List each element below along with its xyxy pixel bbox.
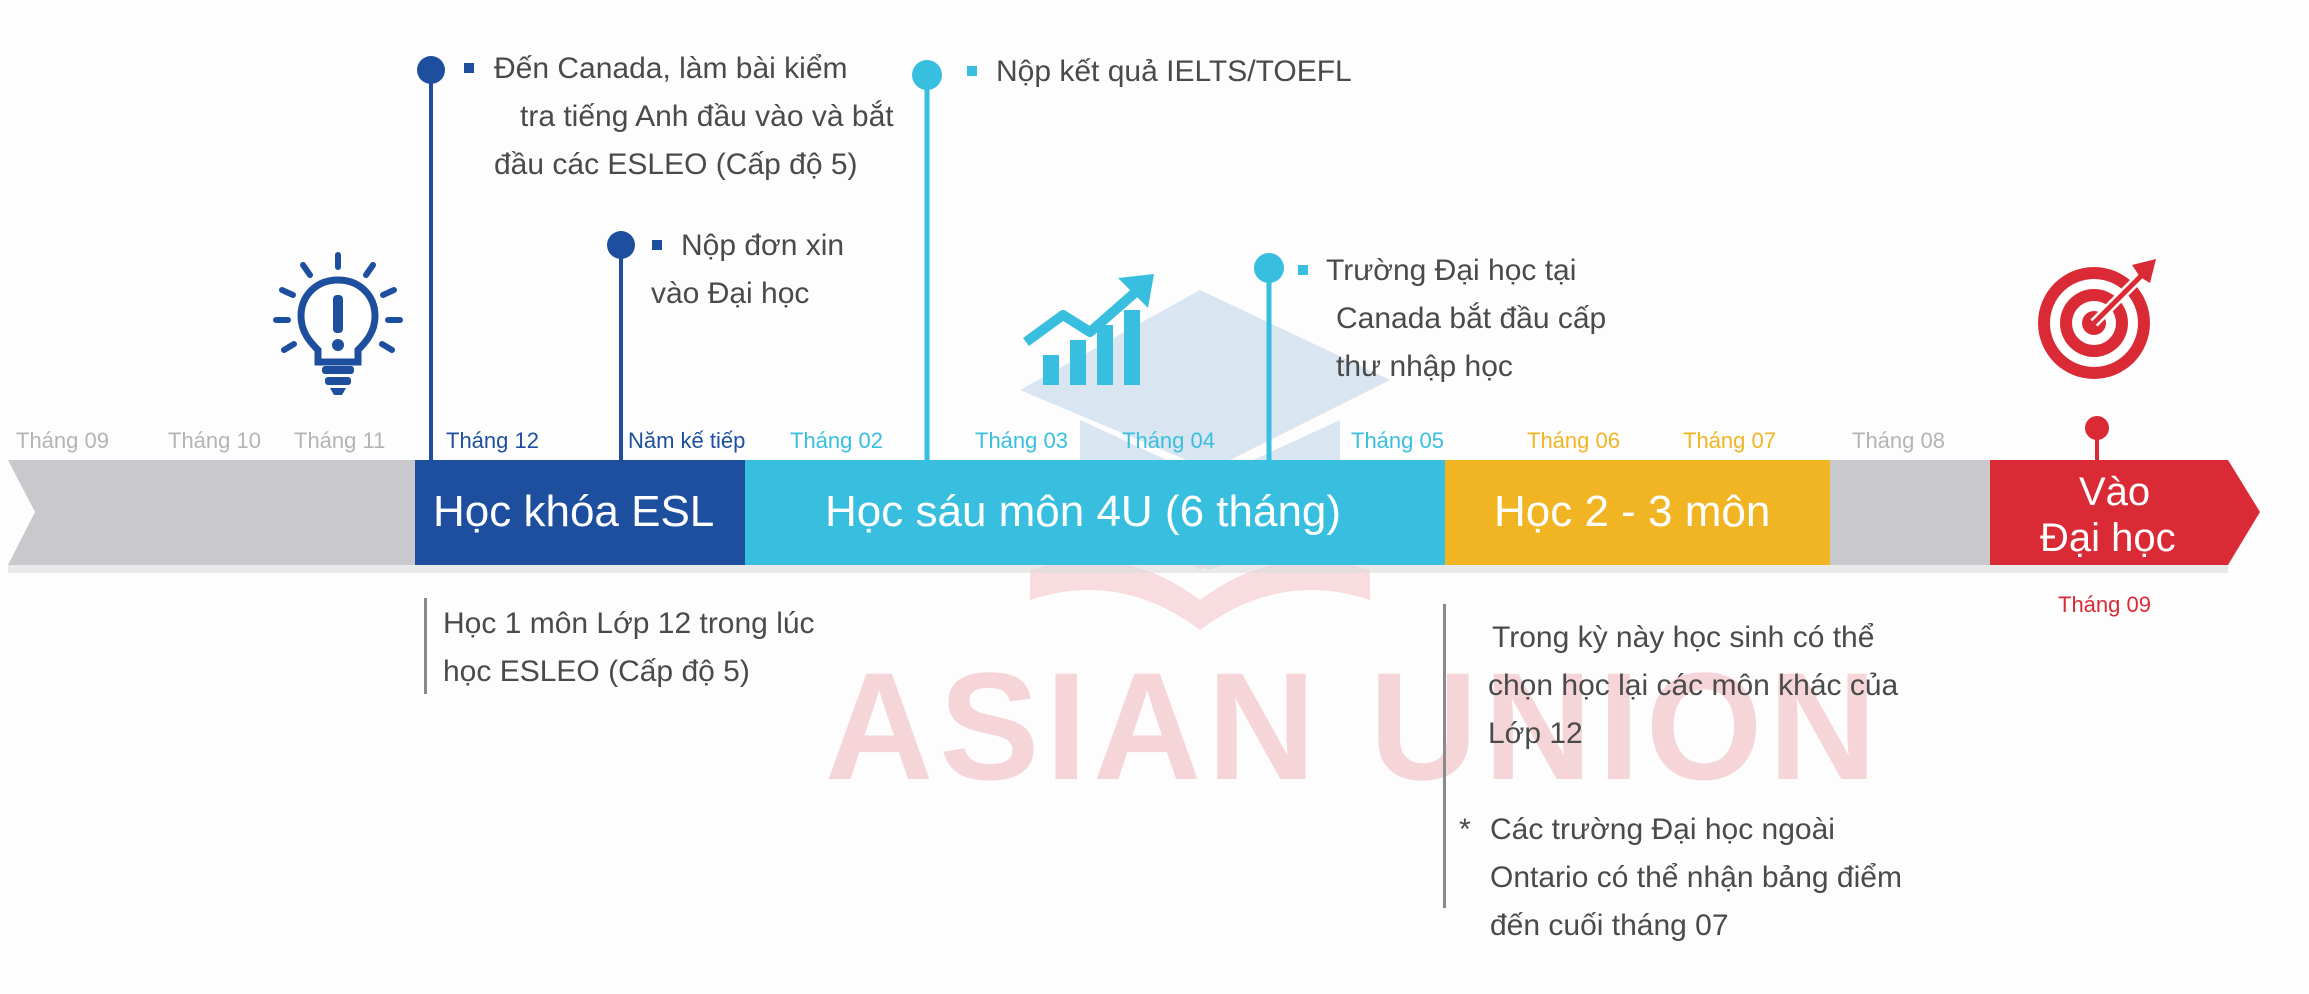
segment-esl [415, 460, 745, 565]
pin-arrive [417, 56, 445, 84]
milestone-apply: Nộp đơn xin vào Đại học [651, 229, 845, 310]
month-label: Tháng 03 [975, 428, 1068, 453]
target-dart-icon [2038, 259, 2156, 379]
milestone-pins [417, 56, 2109, 462]
month-label: Tháng 08 [1852, 428, 1945, 453]
note-divider [1443, 604, 1446, 908]
lightbulb-exclamation-icon [273, 252, 403, 395]
note-footnote: Các trường Đại học ngoài Ontario có thể … [1490, 813, 1902, 942]
phase-university-line2: Đại học [2040, 516, 2176, 560]
footnote-asterisk: * [1459, 813, 1471, 846]
phase-university-line1: Vào [2079, 470, 2151, 514]
segment-university [1990, 460, 2260, 565]
bullet-square [652, 240, 662, 250]
month-label: Tháng 11 [294, 428, 386, 453]
phase-4u-label: Học sáu môn 4U (6 tháng) [825, 487, 1342, 536]
month-label: Tháng 06 [1527, 428, 1620, 453]
watermark-text: ASIAN UNION [825, 640, 1883, 812]
milestone-offer: Trường Đại học tại Canada bắt đầu cấp th… [1326, 254, 1607, 383]
month-label: Tháng 09 [16, 428, 109, 453]
month-label: Tháng 07 [1683, 428, 1776, 453]
pin-university [2085, 416, 2109, 440]
phase-esl-label: Học khóa ESL [433, 487, 715, 536]
month-label: Tháng 12 [446, 428, 539, 453]
timeline-band [8, 460, 2260, 573]
milestone-arrive: Đến Canada, làm bài kiểm tra tiếng Anh đ… [494, 52, 894, 181]
month-label: Tháng 09 [2058, 592, 2151, 617]
pin-apply [607, 231, 635, 259]
month-label: Tháng 02 [790, 428, 883, 453]
month-label: Năm kế tiếp [628, 428, 746, 453]
month-label: Tháng 10 [168, 428, 261, 453]
pin-ielts [912, 60, 942, 90]
note-esl: Học 1 môn Lớp 12 trong lúc học ESLEO (Cấ… [443, 607, 815, 688]
month-label: Tháng 05 [1351, 428, 1444, 453]
rising-bar-chart-icon [1023, 274, 1154, 385]
note-term: Trong kỳ này học sinh có thể chọn học lạ… [1488, 621, 1899, 750]
month-label: Tháng 04 [1122, 428, 1215, 453]
segment-gray-start [8, 460, 415, 565]
note-divider [424, 598, 427, 694]
milestone-ielts: Nộp kết quả IELTS/TOEFL [996, 55, 1352, 88]
bullet-square [464, 63, 474, 73]
segment-4u [745, 460, 1445, 565]
bullet-square [967, 66, 977, 76]
pin-offer [1254, 253, 1284, 283]
phase-2-3-label: Học 2 - 3 môn [1494, 487, 1771, 536]
segment-gray-end [1830, 460, 1990, 565]
segment-2-3 [1445, 460, 1830, 565]
bullet-square [1298, 265, 1308, 275]
